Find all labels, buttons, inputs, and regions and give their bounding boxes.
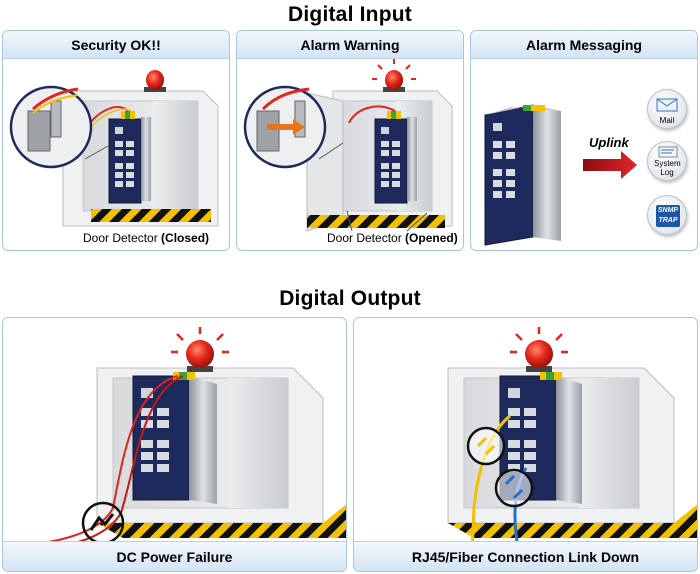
alarm-messaging-header: Alarm Messaging	[471, 31, 697, 59]
digital-input-title: Digital Input	[288, 3, 412, 26]
link-down-panel: RJ45/Fiber Connection Link Down	[353, 317, 698, 572]
link-down-cabinet-illustration	[447, 327, 697, 554]
link-down-footer: RJ45/Fiber Connection Link Down	[354, 541, 697, 571]
alarm-warning-header: Alarm Warning	[237, 31, 463, 59]
alarm-messaging-panel: Alarm Messaging Uplink Mail System Log	[470, 30, 698, 251]
security-ok-header: Security OK!!	[3, 31, 229, 59]
power-failure-cabinet-illustration	[42, 327, 346, 547]
opened-state-label: (Opened)	[405, 231, 458, 245]
opened-cabinet-illustration	[243, 59, 453, 232]
snmp-trap-icon: SNMP TRAP	[647, 195, 687, 235]
alarm-warning-panel: Alarm Warning	[236, 30, 464, 251]
switch-uplink-illustration	[484, 104, 637, 246]
dc-power-failure-footer: DC Power Failure	[3, 541, 346, 571]
security-ok-panel: Security OK!! Door Det	[2, 30, 230, 251]
digital-output-title: Digital Output	[279, 287, 421, 310]
system-log-icon: System Log	[647, 141, 687, 181]
uplink-arrow-icon	[583, 151, 637, 179]
door-detector-opened-caption: Door Detector (Opened)	[327, 231, 458, 245]
dc-power-failure-panel: DC Power Failure	[2, 317, 347, 572]
closed-cabinet-illustration	[9, 70, 219, 227]
closed-state-label: (Closed)	[161, 231, 210, 245]
door-detector-closed-caption: Door Detector (Closed)	[83, 231, 210, 245]
mail-icon: Mail	[647, 89, 687, 129]
uplink-label: Uplink	[589, 135, 629, 150]
